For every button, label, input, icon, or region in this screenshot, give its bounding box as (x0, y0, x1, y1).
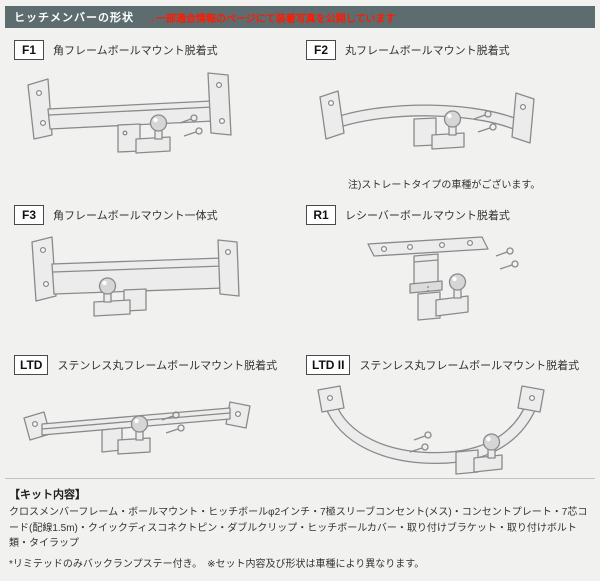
type-label-f2: 丸フレームボールマウント脱着式 (345, 45, 510, 57)
type-code-badge-f3: F3 (14, 205, 44, 225)
type-label-r1: レシーバーボールマウント脱着式 (345, 210, 510, 222)
type-note-f1 (12, 178, 296, 190)
type-label-f1: 角フレームボールマウント脱着式 (53, 45, 218, 57)
hitch-item-f3: F3 角フレームボールマウント一体式 (8, 197, 300, 347)
page-title: ヒッチメンバーの形状 (14, 12, 134, 24)
kit-heading: 【キット内容】 (9, 489, 86, 501)
type-code-badge-r1: R1 (306, 205, 336, 225)
type-code-badge-f1: F1 (14, 40, 44, 60)
section-header-bar: ヒッチメンバーの形状 →一部適合情報のページにて装着写真を公開しています (5, 6, 595, 28)
hitch-item-f2: F2 丸フレームボールマウント脱着式 (300, 32, 592, 197)
item-head-f3: F3 角フレームボールマウント一体式 (14, 205, 296, 225)
type-label-f3: 角フレームボールマウント一体式 (53, 210, 218, 222)
item-head-f1: F1 角フレームボールマウント脱着式 (14, 40, 296, 60)
hitch-drawing-ltd (18, 378, 296, 478)
kit-body-text: クロスメンバーフレーム・ボールマウント・ヒッチボールφ2インチ・7極スリーブコン… (9, 507, 588, 549)
type-code-badge-f2: F2 (306, 40, 336, 60)
item-head-r1: R1 レシーバーボールマウント脱着式 (306, 205, 588, 225)
type-label-ltd2: ステンレス丸フレームボールマウント脱着式 (359, 360, 580, 372)
hitch-item-r1: R1 レシーバーボールマウント脱着式 (300, 197, 592, 347)
kit-note-text: *リミテッドのみバックランプステー付き。 ※セット内容及び形状は車種により異なり… (9, 558, 425, 570)
hitch-item-f1: F1 角フレームボールマウント脱着式 (8, 32, 300, 197)
hitch-drawing-f1 (18, 63, 296, 178)
type-code-badge-ltd2: LTD II (306, 355, 351, 375)
hitch-type-grid: F1 角フレームボールマウント脱着式 (8, 32, 592, 479)
hitch-drawing-f2 (310, 63, 588, 176)
hitch-item-ltd: LTD ステンレス丸フレームボールマウント脱着式 (8, 347, 300, 479)
type-code-badge-ltd: LTD (14, 355, 49, 375)
type-note-f2: 注)ストレートタイプの車種がございます。 (348, 180, 541, 191)
header-note-text: →一部適合情報のページにて装着写真を公開しています (146, 13, 396, 25)
hitch-drawing-f3 (18, 228, 296, 341)
item-head-f2: F2 丸フレームボールマウント脱着式 (306, 40, 588, 60)
kit-contents-section: 【キット内容】 クロスメンバーフレーム・ボールマウント・ヒッチボールφ2インチ・… (5, 478, 595, 570)
type-label-ltd: ステンレス丸フレームボールマウント脱着式 (57, 360, 278, 372)
item-head-ltd: LTD ステンレス丸フレームボールマウント脱着式 (14, 355, 296, 375)
hitch-drawing-ltd2 (310, 378, 588, 483)
hitch-drawing-r1 (310, 228, 588, 341)
item-head-ltd2: LTD II ステンレス丸フレームボールマウント脱着式 (306, 355, 588, 375)
hitch-item-ltd2: LTD II ステンレス丸フレームボールマウント脱着式 (300, 347, 592, 479)
